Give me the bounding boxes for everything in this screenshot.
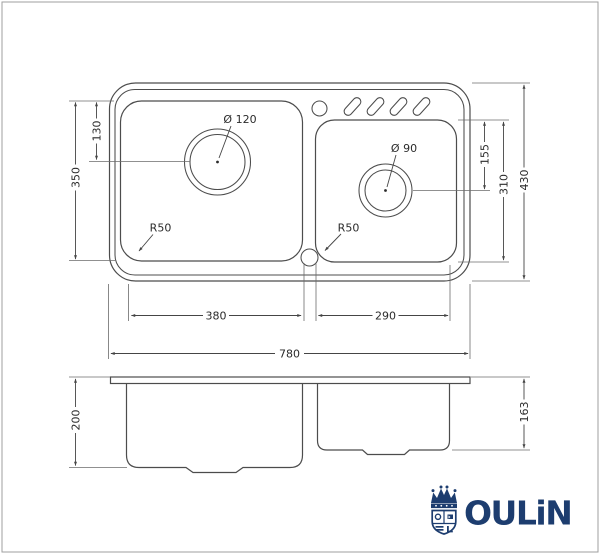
- extension-lines: [69, 82, 530, 359]
- dim-overall-width: 780: [279, 347, 300, 360]
- dim-bowl1-depth: 350: [69, 167, 82, 188]
- dim-overall-depth: 430: [518, 170, 531, 191]
- dim-bowl1-width: 380: [206, 309, 227, 322]
- dim-bowl1-drain-offset: 130: [90, 121, 103, 142]
- drain-slot: [343, 97, 362, 116]
- dim-bowl2-drain-offset: 155: [478, 144, 491, 165]
- sink-outer-edge: [108, 82, 471, 282]
- right-drain: [358, 163, 413, 218]
- drain1-diameter-label: Ø 120: [223, 113, 256, 126]
- dimension-lines: [74, 84, 526, 355]
- dim-bowl2-height: 163: [518, 402, 531, 423]
- dim-bowl1-height: 200: [69, 410, 82, 431]
- drain-slot: [412, 97, 431, 116]
- brand-wordmark: OULiN: [464, 494, 571, 533]
- sink-rim-edge: [114, 88, 465, 276]
- side-dimension-lines: [74, 378, 526, 466]
- brand-logo: OULiN: [431, 485, 573, 535]
- left-bowl: [119, 100, 304, 262]
- dim-bowl2-width: 290: [375, 309, 396, 322]
- sink-top-view: 130 350 155 310 430 380 290 780 Ø 120 Ø …: [69, 82, 531, 360]
- drain2-leader: [386, 154, 397, 188]
- faucet-hole: [311, 100, 328, 117]
- drain-slot: [366, 97, 385, 116]
- crown-shield-icon: [431, 485, 457, 535]
- radius-right-leader: [324, 233, 342, 251]
- overflow-hole: [300, 248, 319, 267]
- corner-radius-right-label: R50: [338, 222, 360, 235]
- left-drain: [183, 128, 252, 196]
- rim-profile: [109, 376, 471, 385]
- right-bowl-profile: [316, 383, 451, 456]
- corner-radius-left-label: R50: [150, 222, 172, 235]
- right-drain-center: [384, 189, 387, 192]
- drain1-leader: [218, 125, 232, 159]
- drain2-diameter-label: Ø 90: [391, 142, 417, 155]
- dim-bowl2-depth: 310: [497, 174, 510, 195]
- drain-slot: [389, 97, 408, 116]
- left-bowl-profile: [125, 383, 304, 474]
- side-extension-lines: [69, 376, 530, 468]
- drain-slots: [343, 97, 431, 116]
- sink-side-view: 200 163: [69, 376, 531, 474]
- left-drain-center: [216, 160, 219, 164]
- right-bowl: [314, 119, 458, 263]
- radius-left-leader: [138, 234, 154, 252]
